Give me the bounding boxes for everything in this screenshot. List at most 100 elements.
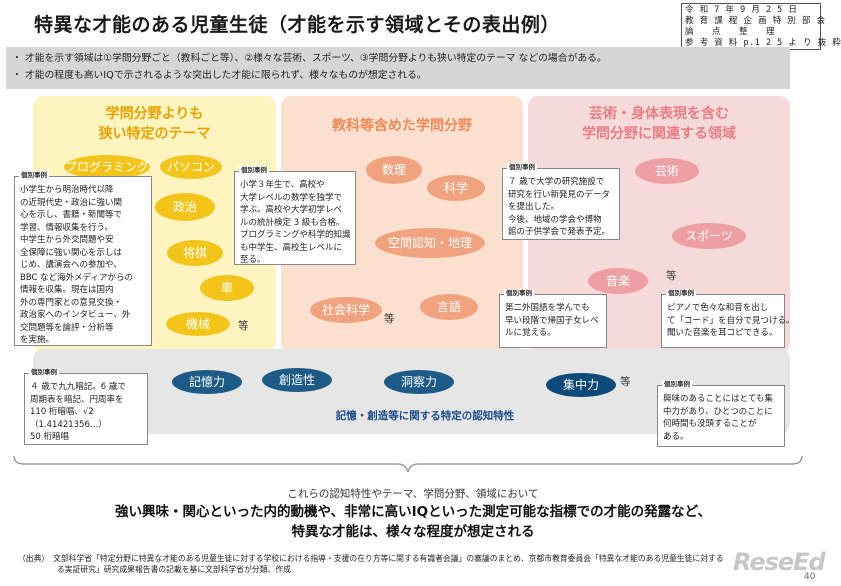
panel-title-line: 狭い特定のテーマ	[98, 126, 211, 142]
case-line: じめ、講演会への参加や、	[20, 260, 122, 270]
topic-pill: 言語	[420, 294, 478, 320]
conclusion-line: 強い興味・関心といった内的動機や、非常に高いIQといった測定可能な指標での才能の…	[115, 504, 711, 520]
case-line: 全保障に強い関心を示しは	[20, 247, 123, 258]
case-line: 興味のあることにはとても集	[663, 394, 773, 404]
case-line: 今後、地域の学会や博物	[508, 214, 602, 225]
case-box: 個別事例 ピアノで色々な和音を出し て「コード」を自分で見つける。 聞いた音楽を…	[661, 289, 795, 348]
trait-pill: 創造性	[262, 368, 332, 392]
topic-pill: 音楽	[588, 268, 648, 294]
page-title: 特異な才能のある児童生徒（才能を示す領域とその表出例）	[34, 14, 560, 36]
brace-connector	[13, 455, 803, 473]
etc-label: 等	[238, 320, 249, 332]
conclusion-line: 特異な才能は、様々な程度が想定される	[291, 524, 535, 540]
case-line: 何時間も没頭することが	[663, 419, 757, 429]
topic-pill: 政治	[155, 193, 215, 221]
case-line: 学ぶ。高校や大学初学レベ	[240, 205, 343, 215]
trait-pill: 記憶力	[172, 370, 242, 394]
topic-pill: 機械	[166, 312, 230, 336]
topic-pill: プログラミング	[64, 155, 150, 179]
topic-pill: 将棋	[167, 240, 223, 266]
topic-pill: スポーツ	[672, 223, 746, 249]
summary-line: ・ 才能の程度も高いIQで示されるような突出した才能に限られず、様々なものが想定…	[12, 70, 427, 81]
topic-pill: 数理	[366, 156, 422, 184]
case-tag: 個別事例	[29, 368, 59, 376]
case-line: 交問題等を論評・分析等	[20, 322, 114, 333]
case-box: 個別事例 小学生から明治時代以降 の近現代史・政治に強い関 心を示し、書籍・新聞…	[14, 171, 152, 346]
case-line: 周期表を暗記、円周率を	[30, 394, 124, 405]
case-line: 50 桁暗唱	[30, 432, 70, 442]
case-line: 小学３年生で、高校や	[240, 180, 325, 190]
case-line: ピアノで色々な和音を出し	[667, 303, 769, 313]
case-line: 第二外国語を学んでも	[505, 303, 590, 313]
source-line: る実証研究」研究成果報告書の記載を基に文部科学省が分類、作成	[18, 565, 291, 574]
panel-subjects: 教科等含めた学問分野	[281, 96, 523, 352]
case-line: 小学生から明治時代以降	[20, 185, 114, 195]
summary-line: ・ 才能を示す領域は①学問分野ごと（教科ごと等）、②様々な芸術、スポーツ、③学問…	[12, 53, 607, 64]
etc-label: 等	[620, 376, 631, 388]
topic-pill: 車	[200, 275, 254, 301]
case-line: 至る。	[240, 255, 266, 265]
case-tag: 個別事例	[507, 163, 537, 171]
case-line: ４ 歳で九九暗記。6 歳で	[30, 382, 126, 392]
case-box: 個別事例 興味のあることにはとても集 中力があり、ひとつのことに 何時間も没頭す…	[657, 380, 785, 447]
case-line: ７ 歳で大学の研究施設で	[508, 177, 605, 187]
case-line: 心を示し、書籍・新聞等で	[20, 210, 123, 220]
etc-label: 等	[384, 313, 395, 325]
panel-title-line: 学問分野に関連する領域	[582, 126, 736, 142]
case-line: 110 桁暗唱、√2	[30, 407, 94, 417]
summary-box: ・ 才能を示す領域は①学問分野ごと（教科ごと等）、②様々な芸術、スポーツ、③学問…	[6, 47, 790, 89]
panel-title: 芸術・身体表現を含む 学問分野に関連する領域	[528, 104, 790, 144]
source-note: （出典） 文部科学省「特定分野に特異な才能のある児童生徒に対する学校における指導…	[18, 553, 724, 575]
case-line: て「コード」を自分で見つける。	[667, 315, 795, 326]
case-line: 学習、情報収集を行う。	[20, 222, 113, 233]
etc-label: 等	[666, 270, 677, 282]
case-line: ある。	[663, 431, 689, 442]
case-line: 早い段階で帰国子女レベ	[505, 315, 599, 326]
case-line: 外の専門家との意見交換・	[20, 297, 122, 308]
reference-box: 令 和 7 年 9 月 2 5 日 教 育 課 程 企 画 特 別 部 会 論 …	[681, 3, 841, 50]
case-line: を提出した。	[508, 202, 560, 212]
case-tag: 個別事例	[19, 171, 49, 179]
panel-title-line: 学問分野よりも	[105, 106, 204, 122]
case-tag: 個別事例	[666, 289, 696, 297]
case-tag: 個別事例	[662, 380, 692, 388]
trait-pill: 洞察力	[384, 370, 454, 394]
panel-title: 教科等含めた学問分野	[332, 118, 472, 134]
panel-title: 学問分野よりも 狭い特定のテーマ	[33, 104, 276, 144]
case-line: を実施。	[20, 335, 55, 345]
case-line: 情報を収集。現在は国内	[20, 285, 114, 295]
reference-line: 教 育 課 程 企 画 特 別 部 会	[685, 16, 826, 26]
case-line: ルの統計検定 3 級も合格。	[240, 217, 345, 228]
case-line: 大学レベルの数学を独学で	[240, 192, 343, 203]
case-line: の近現代史・政治に強い関	[20, 197, 123, 208]
case-line: 中学生から外交問題や安	[20, 235, 114, 245]
case-box: 個別事例 ７ 歳で大学の研究施設で 研究を行い新発見のデータ を提出した。 今後…	[502, 163, 620, 240]
watermark-logo: ReseEd	[733, 548, 826, 576]
case-line: 中力があり、ひとつのことに	[663, 406, 773, 417]
case-line: 研究を行い新発見のデータ	[508, 189, 611, 200]
case-line: 館の子供学会で発表予定。	[508, 227, 611, 237]
case-box: 個別事例 ４ 歳で九九暗記。6 歳で 周期表を暗記、円周率を 110 桁暗唱、√…	[24, 368, 148, 445]
reference-line: 論 点 整 理	[685, 27, 776, 37]
band-label: 記憶・創造等に関する特定の認知特性	[335, 410, 515, 422]
trait-pill: 集中力	[546, 373, 616, 397]
panel-title-line: 芸術・身体表現を含む	[589, 106, 729, 122]
case-line: ルに覚える。	[505, 328, 556, 338]
case-line: も中学生、高校生レベルに	[240, 242, 343, 253]
case-line: 政治家へのインタビュー、外	[20, 310, 131, 320]
case-line: 聞いた音楽を耳コピできる。	[667, 328, 778, 338]
case-tag: 個別事例	[504, 289, 534, 297]
topic-pill: 科学	[427, 175, 485, 201]
reference-line: 参 考 資 料 p.1 2 5 よ り 抜 粋	[685, 38, 841, 48]
case-box: 個別事例 第二外国語を学んでも 早い段階で帰国子女レベ ルに覚える。	[499, 289, 607, 348]
reference-line: 令 和 7 年 9 月 2 5 日	[685, 5, 798, 15]
case-line: （1.41421356…）	[30, 419, 107, 430]
topic-pill: パソコン	[160, 155, 222, 179]
case-line: BBC など海外メディアからの	[20, 272, 134, 283]
conclusion-lead: これらの認知特性やテーマ、学問分野、領域において	[287, 488, 539, 500]
case-line: プログラミングや科学的知識	[240, 230, 351, 240]
source-line: （出典） 文部科学省「特定分野に特異な才能のある児童生徒に対する学校における指導…	[18, 554, 724, 563]
page-number: 40	[804, 572, 816, 582]
topic-pill: 空間認知・地理	[375, 228, 485, 258]
case-box: 個別事例 小学３年生で、高校や 大学レベルの数学を独学で 学ぶ。高校や大学初学レ…	[234, 166, 356, 265]
